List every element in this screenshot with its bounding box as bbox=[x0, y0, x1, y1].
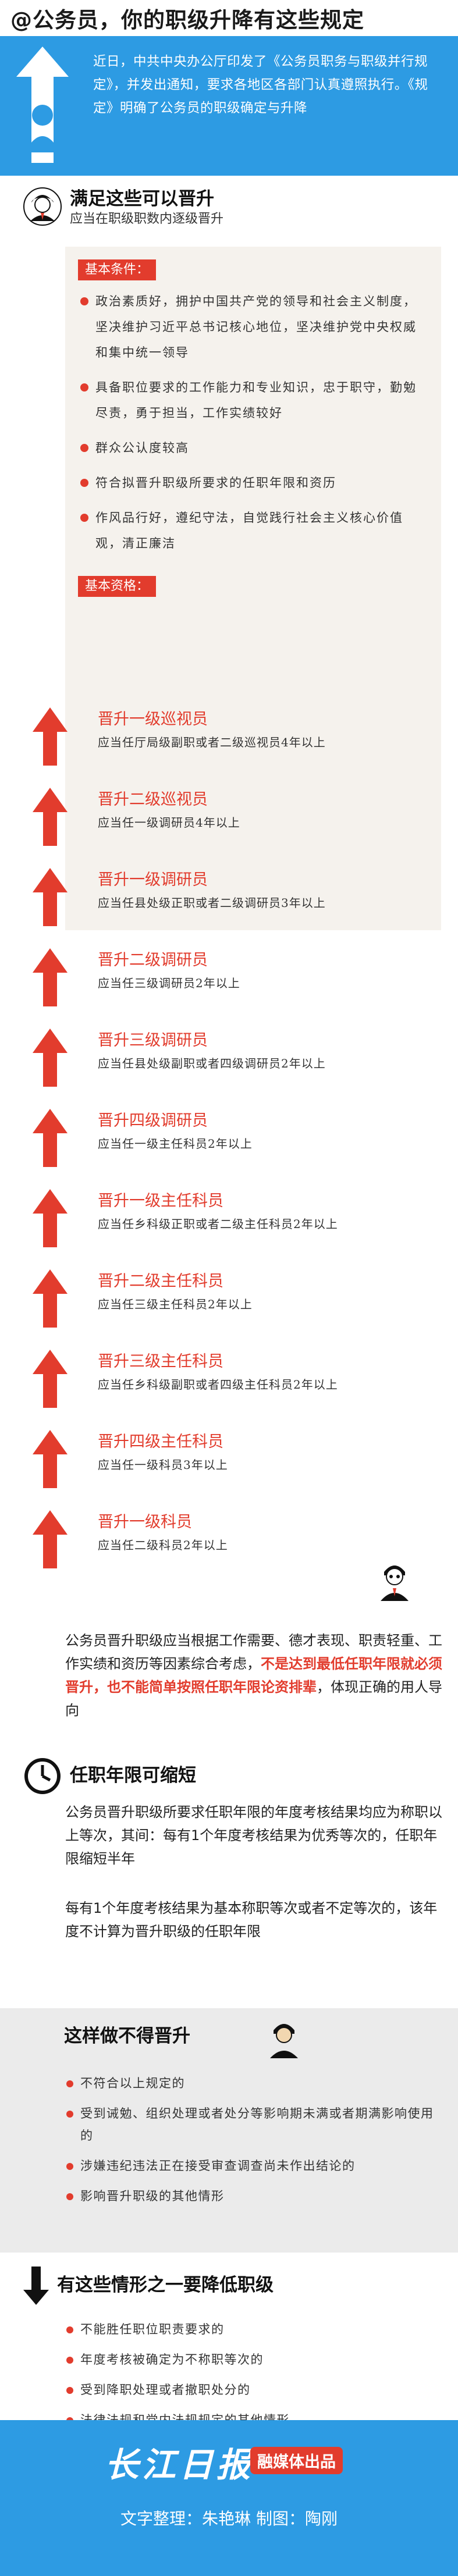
official-icon bbox=[270, 2024, 298, 2058]
no-promotion-block: 这样做不得晋升 不符合以上规定的 受到诫勉、组织处理或者处分等影响期未满或者期满… bbox=[0, 2008, 458, 2253]
official-icon bbox=[381, 1565, 409, 1601]
up-arrow-icon bbox=[33, 1029, 68, 1087]
no-promotion-list: 不符合以上规定的 受到诫勉、组织处理或者处分等影响期未满或者期满影响使用的 涉嫌… bbox=[0, 2008, 458, 2207]
promotion-title: 满足这些可以晋升 bbox=[70, 188, 214, 209]
list-item: 晋升四级主任科员 应当任一级科员3年以上 bbox=[33, 1426, 446, 1507]
up-arrow-icon bbox=[33, 1189, 68, 1247]
list-item: 晋升一级主任科员 应当任乡科级正职或者二级主任科员2年以上 bbox=[33, 1186, 446, 1266]
list-item: 政治素质好，拥护中国共产党的领导和社会主义制度，坚决维护习近平总书记核心地位，坚… bbox=[78, 289, 426, 365]
basic-conditions-list: 政治素质好，拥护中国共产党的领导和社会主义制度，坚决维护习近平总书记核心地位，坚… bbox=[65, 280, 441, 556]
tenure-paragraph-1: 公务员晋升职级所要求任职年限的年度考核结果均应为称职以上等次，其间：每有1个年度… bbox=[65, 1804, 442, 1867]
list-item: 晋升二级巡视员 应当任一级调研员4年以上 bbox=[33, 784, 446, 864]
down-arrow-icon bbox=[23, 2267, 49, 2305]
list-item: 群众公认度较高 bbox=[78, 435, 426, 461]
tenure-paragraph-2: 每有1个年度考核结果为基本称职等次或者不定等次的，该年度不计算为晋升职级的任职年… bbox=[65, 1900, 438, 1940]
qualification-title: 晋升二级巡视员 bbox=[98, 791, 208, 809]
qualification-title: 晋升一级巡视员 bbox=[98, 710, 208, 728]
media-badge: 融媒体出品 bbox=[250, 2447, 343, 2474]
promotion-summary: 公务员晋升职级应当根据工作需要、德才表现、职责轻重、工作实绩和资历等因素综合考虑… bbox=[65, 1629, 443, 1722]
up-arrow-icon bbox=[33, 868, 68, 926]
summary-text: ，体现正确的用人导向 bbox=[65, 1679, 442, 1718]
list-item: 作风品行好，遵纪守法，自觉践行社会主义核心价值观，清正廉洁 bbox=[78, 505, 426, 556]
up-arrow-icon bbox=[33, 707, 68, 766]
footer: 长江日报 融媒体出品 文字整理：朱艳琳 制图：陶刚 bbox=[0, 2420, 458, 2576]
header: @公务员，你的职级升降有这些规定 bbox=[0, 0, 458, 36]
tenure-heading: 任职年限可缩短 bbox=[23, 1757, 196, 1795]
qualification-requirement: 应当任厅局级副职或者二级巡视员4年以上 bbox=[98, 735, 326, 749]
intro-banner: 近日，中共中央办公厅印发了《公务员职务与职级并行规定》，并发出通知，要求各地区各… bbox=[0, 36, 458, 176]
up-arrow-icon bbox=[33, 788, 68, 846]
qualification-requirement: 应当任县处级副职或者四级调研员2年以上 bbox=[98, 1056, 326, 1070]
qualification-requirement: 应当任乡科级正职或者二级主任科员2年以上 bbox=[98, 1217, 338, 1231]
promotion-subtitle: 应当在职级职数内逐级晋升 bbox=[70, 212, 224, 226]
list-item: 年度考核被确定为不称职等次的 bbox=[64, 2349, 435, 2371]
qualification-requirement: 应当任三级调研员2年以上 bbox=[98, 976, 240, 990]
no-promotion-title: 这样做不得晋升 bbox=[64, 2026, 190, 2047]
list-item: 受到降职处理或者撤职处分的 bbox=[64, 2379, 435, 2401]
qualification-list: 晋升一级巡视员 应当任厅局级副职或者二级巡视员4年以上 晋升二级巡视员 应当任一… bbox=[33, 704, 446, 1587]
list-item: 具备职位要求的工作能力和专业知识，忠于职守，勤勉尽责，勇于担当，工作实绩较好 bbox=[78, 375, 426, 426]
list-item: 符合拟晋升职级所要求的任职年限和资历 bbox=[78, 470, 426, 496]
qualification-title: 晋升一级科员 bbox=[98, 1513, 192, 1531]
list-item: 影响晋升职级的其他情形 bbox=[64, 2185, 435, 2207]
demotion-heading: 有这些情形之一要降低职级 bbox=[23, 2267, 274, 2305]
promotion-heading: 满足这些可以晋升 应当在职级职数内逐级晋升 bbox=[23, 187, 223, 228]
list-item: 晋升四级调研员 应当任一级主任科员2年以上 bbox=[33, 1105, 446, 1186]
person-icon bbox=[23, 187, 62, 226]
qualification-title: 晋升三级调研员 bbox=[98, 1031, 208, 1049]
qualification-requirement: 应当任一级主任科员2年以上 bbox=[98, 1137, 253, 1151]
qualification-requirement: 应当任县处级正职或者二级调研员3年以上 bbox=[98, 896, 326, 910]
brand-logo: 长江日报 bbox=[105, 2445, 254, 2485]
up-arrow-icon bbox=[16, 47, 69, 163]
list-item: 晋升二级调研员 应当任三级调研员2年以上 bbox=[33, 945, 446, 1025]
qualification-title: 晋升二级调研员 bbox=[98, 951, 208, 969]
list-item: 不符合以上规定的 bbox=[64, 2072, 435, 2094]
list-item: 涉嫌违纪违法正在接受审查调查尚未作出结论的 bbox=[64, 2155, 435, 2177]
conditions-panel: 基本条件： 政治素质好，拥护中国共产党的领导和社会主义制度，坚决维护习近平总书记… bbox=[65, 247, 441, 930]
page-title: @公务员，你的职级升降有这些规定 bbox=[10, 8, 364, 33]
basic-conditions-label: 基本条件： bbox=[78, 259, 157, 280]
up-arrow-icon bbox=[33, 1510, 68, 1568]
up-arrow-icon bbox=[33, 1430, 68, 1488]
credits: 文字整理：朱艳琳 制图：陶刚 bbox=[120, 2509, 338, 2528]
up-arrow-icon bbox=[33, 1109, 68, 1167]
list-item: 晋升二级主任科员 应当任三级主任科员2年以上 bbox=[33, 1266, 446, 1346]
qualification-title: 晋升二级主任科员 bbox=[98, 1272, 223, 1290]
qualification-requirement: 应当任三级主任科员2年以上 bbox=[98, 1297, 253, 1311]
qualification-title: 晋升一级调研员 bbox=[98, 871, 208, 889]
intro-text: 近日，中共中央办公厅印发了《公务员职务与职级并行规定》，并发出通知，要求各地区各… bbox=[93, 54, 428, 116]
demotion-title: 有这些情形之一要降低职级 bbox=[57, 2275, 274, 2296]
qualification-requirement: 应当任一级科员3年以上 bbox=[98, 1458, 228, 1472]
list-item: 晋升一级巡视员 应当任厅局级副职或者二级巡视员4年以上 bbox=[33, 704, 446, 784]
up-arrow-icon bbox=[33, 1350, 68, 1408]
qualification-title: 晋升四级调研员 bbox=[98, 1112, 208, 1130]
up-arrow-icon bbox=[33, 948, 68, 1006]
list-item: 晋升三级调研员 应当任县处级副职或者四级调研员2年以上 bbox=[33, 1025, 446, 1105]
list-item: 晋升三级主任科员 应当任乡科级副职或者四级主任科员2年以上 bbox=[33, 1346, 446, 1426]
qualification-requirement: 应当任乡科级副职或者四级主任科员2年以上 bbox=[98, 1378, 338, 1392]
list-item: 受到诫勉、组织处理或者处分等影响期未满或者期满影响使用的 bbox=[64, 2102, 435, 2147]
list-item: 不能胜任职位职责要求的 bbox=[64, 2318, 435, 2340]
no-promotion-heading: 这样做不得晋升 bbox=[23, 2024, 190, 2057]
summary-highlight: 不是达到最低任职年限就必须晋升，也不能简单按照任职年限论资排辈 bbox=[65, 1656, 442, 1695]
qualification-requirement: 应当任二级科员2年以上 bbox=[98, 1538, 228, 1552]
qualification-title: 晋升三级主任科员 bbox=[98, 1353, 223, 1371]
clock-icon bbox=[24, 1758, 61, 1794]
qualification-title: 晋升一级主任科员 bbox=[98, 1192, 223, 1210]
qualification-requirement: 应当任一级调研员4年以上 bbox=[98, 816, 240, 830]
qualifications-label: 基本资格： bbox=[78, 576, 157, 597]
list-item: 晋升一级科员 应当任二级科员2年以上 bbox=[33, 1507, 446, 1587]
qualification-title: 晋升四级主任科员 bbox=[98, 1433, 223, 1451]
list-item: 晋升一级调研员 应当任县处级正职或者二级调研员3年以上 bbox=[33, 864, 446, 945]
summary-text: 公务员晋升职级应当根据工作需要、德才表现、职责轻重、工作实绩和资历等因素综合考虑… bbox=[65, 1632, 442, 1672]
up-arrow-icon bbox=[33, 1269, 68, 1328]
tenure-title: 任职年限可缩短 bbox=[70, 1765, 196, 1786]
